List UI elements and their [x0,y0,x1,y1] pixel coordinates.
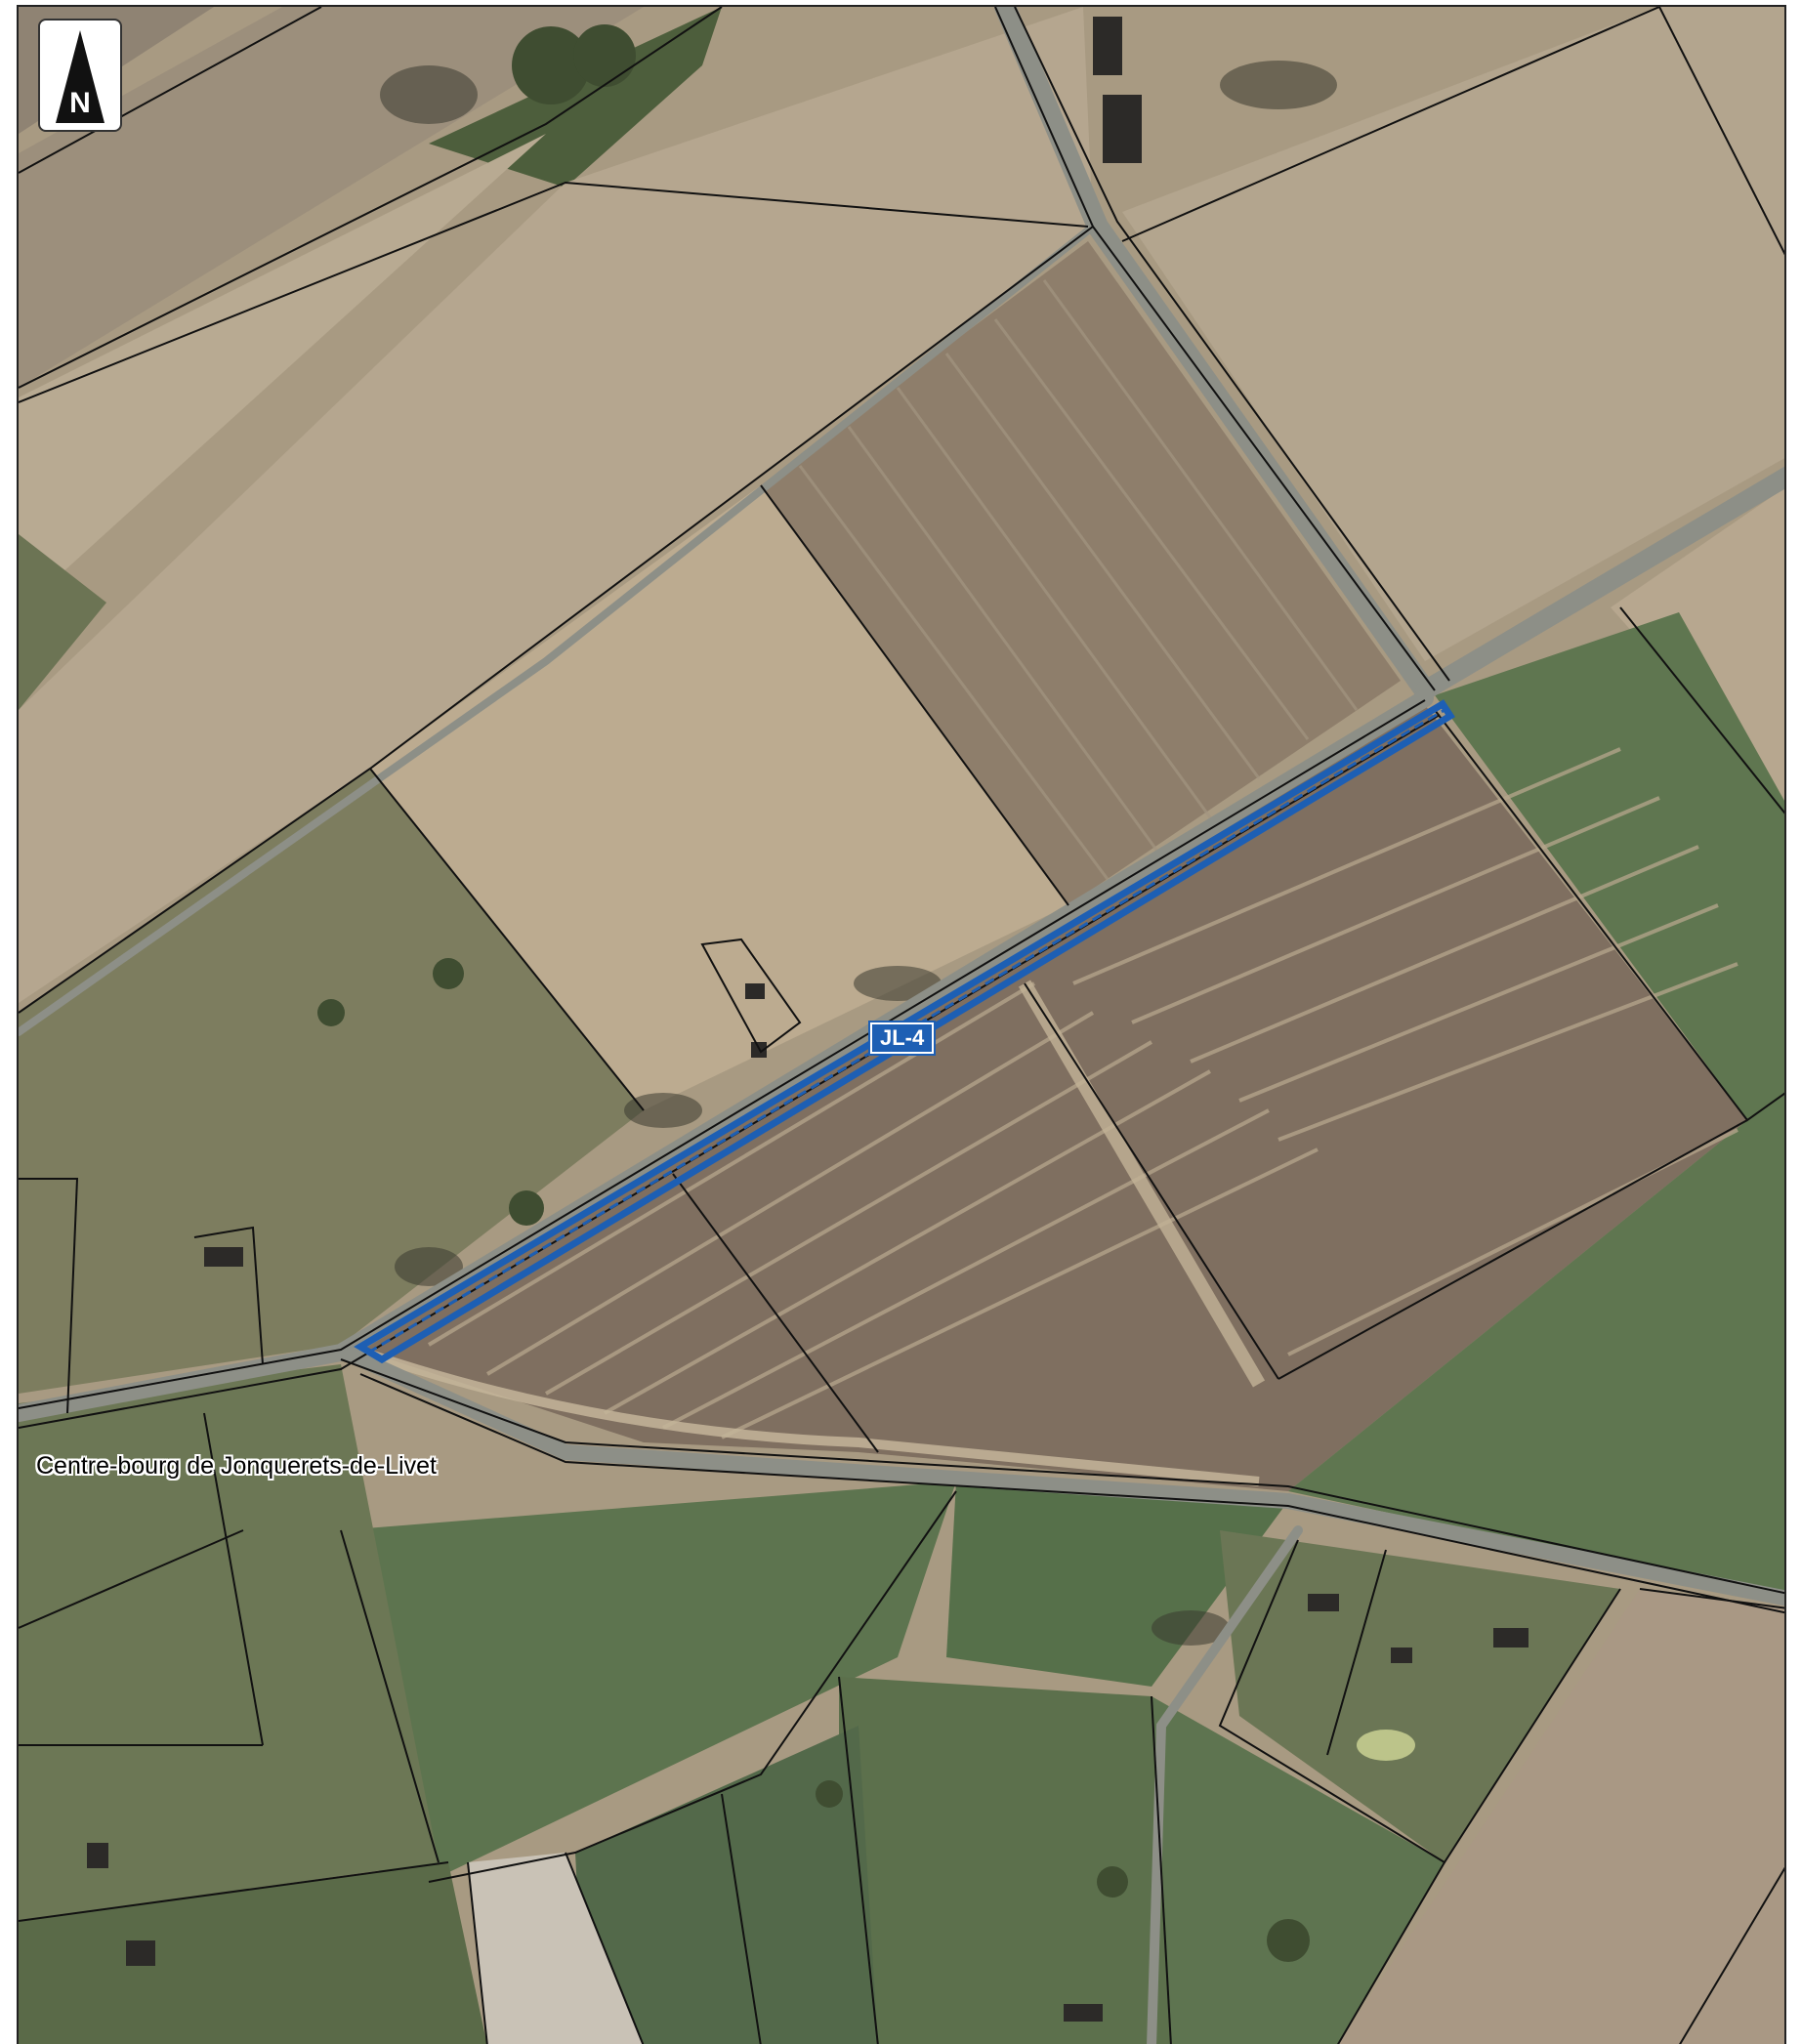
north-arrow: N [38,19,122,132]
map-view[interactable]: N JL-4 Centre-bourg de Jonquerets-de-Liv… [17,5,1786,2044]
pasture-south-center [341,1481,956,1882]
hamlet-south [19,1862,487,2044]
pasture-south-mid [946,1481,1288,1687]
road-northwest [19,223,1097,1036]
parcel-lines [19,7,1784,2044]
pasture-west-small [19,534,106,710]
north-arrow-icon [56,30,105,123]
field-edge-track [368,1350,1260,1486]
road-hamlet [1147,1525,1303,2044]
field-north-center [19,7,1093,1003]
aerial-map[interactable] [19,7,1786,2044]
field-se-tilled [1338,1589,1784,2044]
pasture-south-3 [575,1726,878,2044]
field-nw-band [19,7,644,388]
trees [317,24,1310,1962]
field-north-east [1122,7,1784,661]
pasture-south-west [19,1364,439,1921]
road-northsouth [994,7,1436,701]
field-nw-woods [429,7,722,188]
route-label-jl-4[interactable]: JL-4 [867,1021,937,1056]
field-pale-center [370,485,1068,1110]
field-north-west [19,134,546,612]
north-letter: N [69,87,91,119]
pond [1357,1730,1415,1761]
pasture-south-2 [839,1677,1171,2044]
pasture-east [1288,612,1784,1599]
route-jl-4-area [354,699,1455,1364]
central-track [1018,980,1266,1388]
road-east [1415,466,1784,700]
field-tilled-north [761,241,1401,905]
pasture-se [1152,1696,1445,2044]
buildings [87,17,1529,2022]
tree-shadows [380,61,1337,1646]
tilled-rows [798,279,1359,887]
hamlet-se [1220,1530,1620,1862]
yard-south [468,1853,644,2044]
locality-label: Centre-bourg de Jonquerets-de-Livet [36,1452,437,1480]
